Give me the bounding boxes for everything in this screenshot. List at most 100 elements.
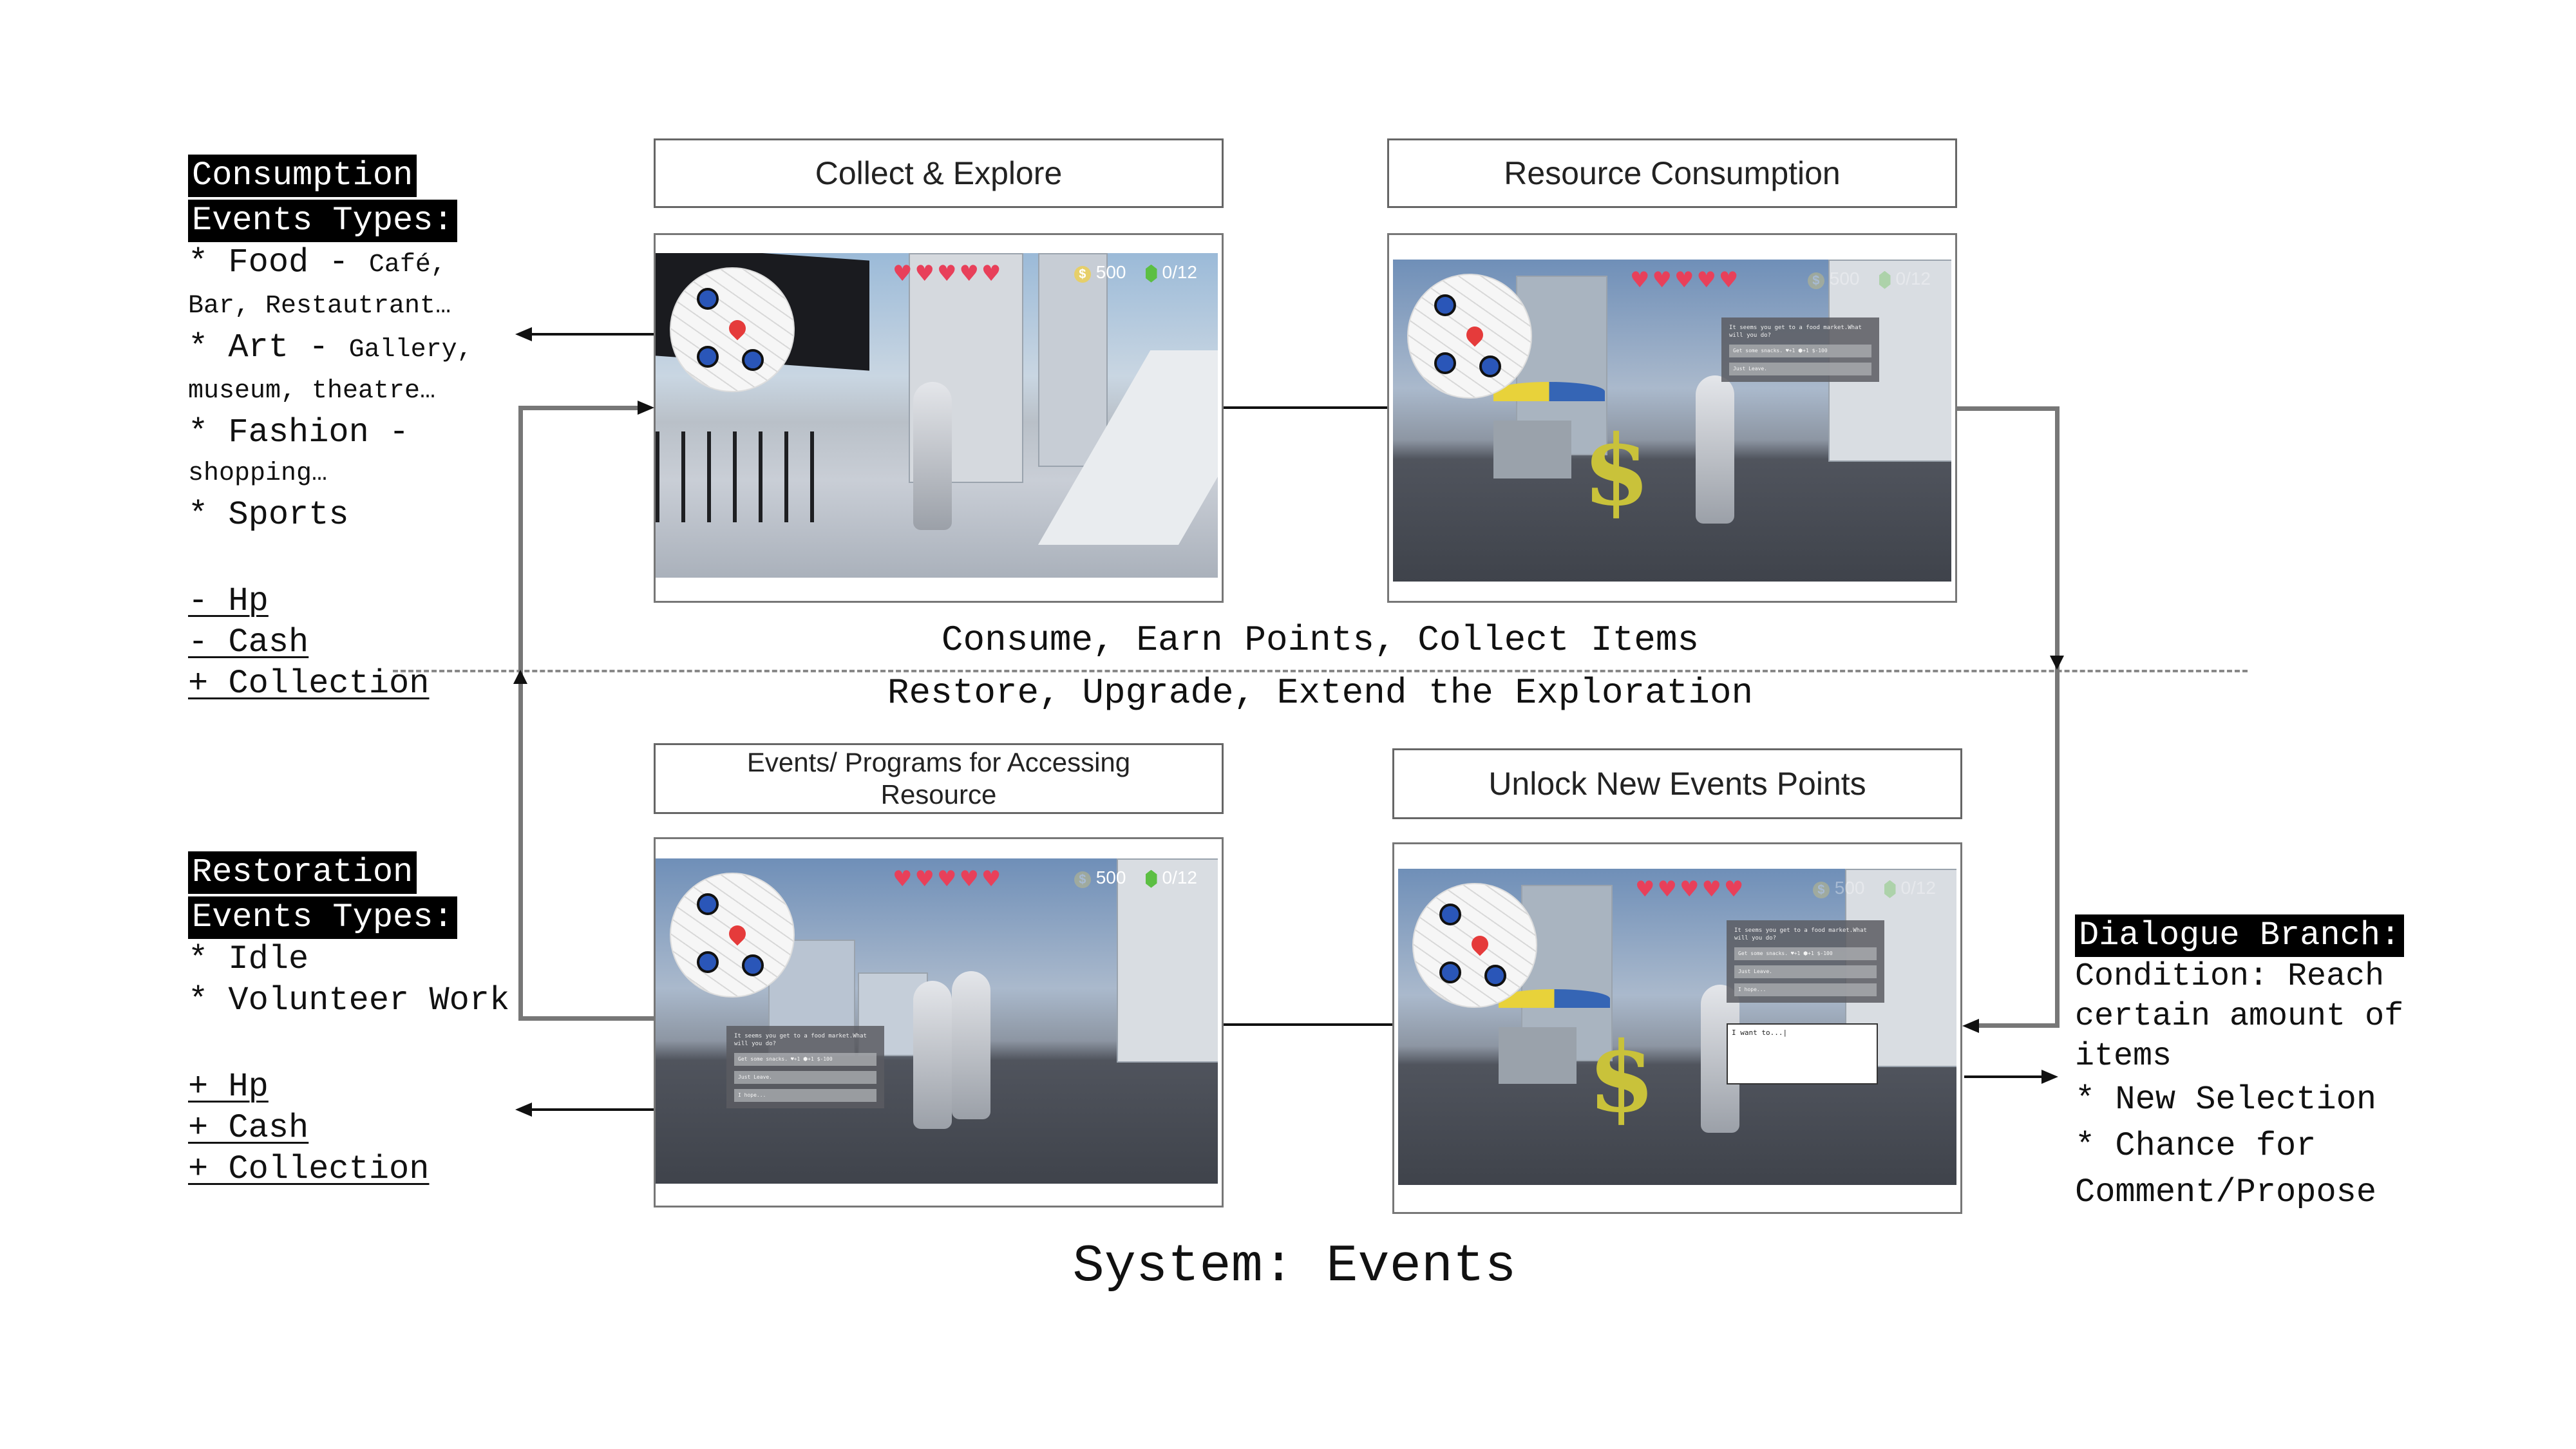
dollar-collectible-icon: $	[1587, 1020, 1656, 1134]
box-label: Resource Consumption	[1504, 155, 1841, 191]
location-pin-icon	[1463, 323, 1487, 347]
consumption-heading-1: Consumption	[188, 155, 417, 197]
collect-explore-box: Collect & Explore	[654, 138, 1224, 208]
effect-cash: + Cash	[188, 1109, 309, 1147]
restoration-heading-2: Events Types:	[188, 896, 457, 939]
coin-icon: $	[1074, 871, 1091, 888]
location-pin-icon	[725, 316, 750, 341]
umbrella	[1493, 382, 1605, 401]
loop-right-bottom	[1977, 1023, 2060, 1028]
cash-value: 500	[1834, 878, 1865, 898]
upper-flow-caption: Consume, Earn Points, Collect Items	[941, 620, 1700, 661]
cash-value: 500	[1829, 269, 1860, 289]
restoration-heading-1: Restoration	[188, 851, 417, 894]
dialog-option-snacks[interactable]: Get some snacks. ♥+1 ⬢+1 $-100	[1729, 345, 1871, 357]
dialog-option-hope[interactable]: I hope...	[1734, 983, 1877, 996]
connector-top	[1224, 406, 1387, 409]
effect-collection: + Collection	[188, 1150, 430, 1188]
location-pin-icon	[1468, 932, 1492, 956]
effect-hp: + Hp	[188, 1068, 269, 1106]
event-type-art-detail: museum, theatre…	[188, 377, 436, 406]
dialog-option-leave[interactable]: Just Leave.	[1734, 965, 1877, 978]
collection-value: 0/12	[1162, 262, 1198, 282]
hud-resources: $500 0/12	[1074, 867, 1197, 888]
arrow-up-icon	[513, 670, 527, 684]
shop-icon	[1434, 352, 1456, 374]
dialog-option-leave[interactable]: Just Leave.	[1729, 363, 1871, 375]
event-dialog: It seems you get to a food market.What w…	[1721, 317, 1879, 382]
collection-value: 0/12	[1162, 867, 1198, 887]
npc-avatar	[913, 981, 952, 1129]
box-label-line-2: Resource	[880, 779, 997, 810]
museum-icon	[1479, 355, 1501, 377]
player-avatar	[913, 382, 952, 530]
event-type-sports: * Sports	[188, 496, 349, 534]
event-type-fashion: * Fashion -	[188, 413, 410, 451]
comment-input[interactable]: I want to...|	[1727, 1023, 1878, 1084]
condition-line-3: items	[2075, 1038, 2172, 1075]
shop-icon	[1439, 961, 1461, 983]
shop-icon	[697, 893, 719, 915]
minimap[interactable]	[1407, 274, 1532, 399]
arrow-left-icon	[515, 327, 532, 341]
cash-value: 500	[1095, 867, 1126, 887]
food-cart	[1499, 1027, 1577, 1084]
gem-icon	[1884, 880, 1896, 898]
consumption-panel: Consumption Events Types: * Food - Café,…	[188, 155, 473, 705]
consumption-heading-2: Events Types:	[188, 200, 457, 242]
hp-hearts-icon: ♥♥♥♥♥	[893, 261, 1004, 287]
minimap[interactable]	[670, 873, 795, 998]
dialogue-branch-panel: Dialogue Branch: Condition: Reach certai…	[2075, 914, 2405, 1216]
restoration-panel: Restoration Events Types: * Idle * Volun…	[188, 851, 509, 1190]
dialog-prompt: It seems you get to a food market.What w…	[1729, 325, 1862, 339]
arrow-right-icon	[638, 401, 654, 415]
cafe-chairs	[656, 431, 824, 523]
minimap[interactable]	[1412, 883, 1537, 1008]
cash-value: 500	[1095, 262, 1126, 282]
item-main: * Art -	[188, 328, 349, 366]
dialog-option-snacks[interactable]: Get some snacks. ♥+1 ⬢+1 $-100	[734, 1053, 876, 1066]
arrow-right-icon	[2041, 1070, 2058, 1084]
event-type-art: * Art - Gallery,	[188, 327, 473, 371]
lower-flow-caption: Restore, Upgrade, Extend the Exploration	[887, 672, 1754, 714]
arrow-left-icon	[515, 1103, 532, 1117]
loop-left-bottom	[518, 1016, 654, 1021]
shop-icon	[697, 288, 719, 310]
arrow-to-restoration	[528, 1108, 654, 1111]
connector-bottom	[1224, 1023, 1392, 1026]
collection-value: 0/12	[1900, 878, 1937, 898]
shop-icon	[697, 346, 719, 368]
condition-line-2: certain amount of	[2075, 998, 2404, 1035]
item-sub: Café,	[368, 251, 446, 279]
box-label-line-1: Events/ Programs for Accessing	[746, 747, 1131, 777]
arrow-to-consumption	[528, 333, 654, 336]
museum-icon	[742, 349, 764, 371]
dialog-option-hope[interactable]: I hope...	[734, 1089, 876, 1102]
museum-icon	[1484, 965, 1506, 987]
minimap[interactable]	[670, 267, 795, 392]
dialog-option-leave[interactable]: Just Leave.	[734, 1071, 876, 1084]
branch-comment-propose: Comment/Propose	[2075, 1173, 2377, 1211]
loop-right-top	[1957, 406, 2060, 411]
loop-left-vertical	[518, 406, 523, 1021]
dialog-prompt: It seems you get to a food market.What w…	[734, 1033, 867, 1047]
dialog-option-snacks[interactable]: Get some snacks. ♥+1 ⬢+1 $-100	[1734, 947, 1877, 960]
loop-left-top	[518, 406, 641, 410]
hp-hearts-icon: ♥♥♥♥♥	[1635, 876, 1747, 902]
effect-cash: - Cash	[188, 623, 309, 661]
event-dialog: It seems you get to a food market.What w…	[1727, 920, 1884, 1003]
shop-icon	[1439, 904, 1461, 925]
event-dialog: It seems you get to a food market.What w…	[726, 1026, 884, 1108]
shop-icon	[697, 951, 719, 973]
dialog-prompt: It seems you get to a food market.What w…	[1734, 927, 1867, 942]
collection-value: 0/12	[1895, 269, 1931, 289]
